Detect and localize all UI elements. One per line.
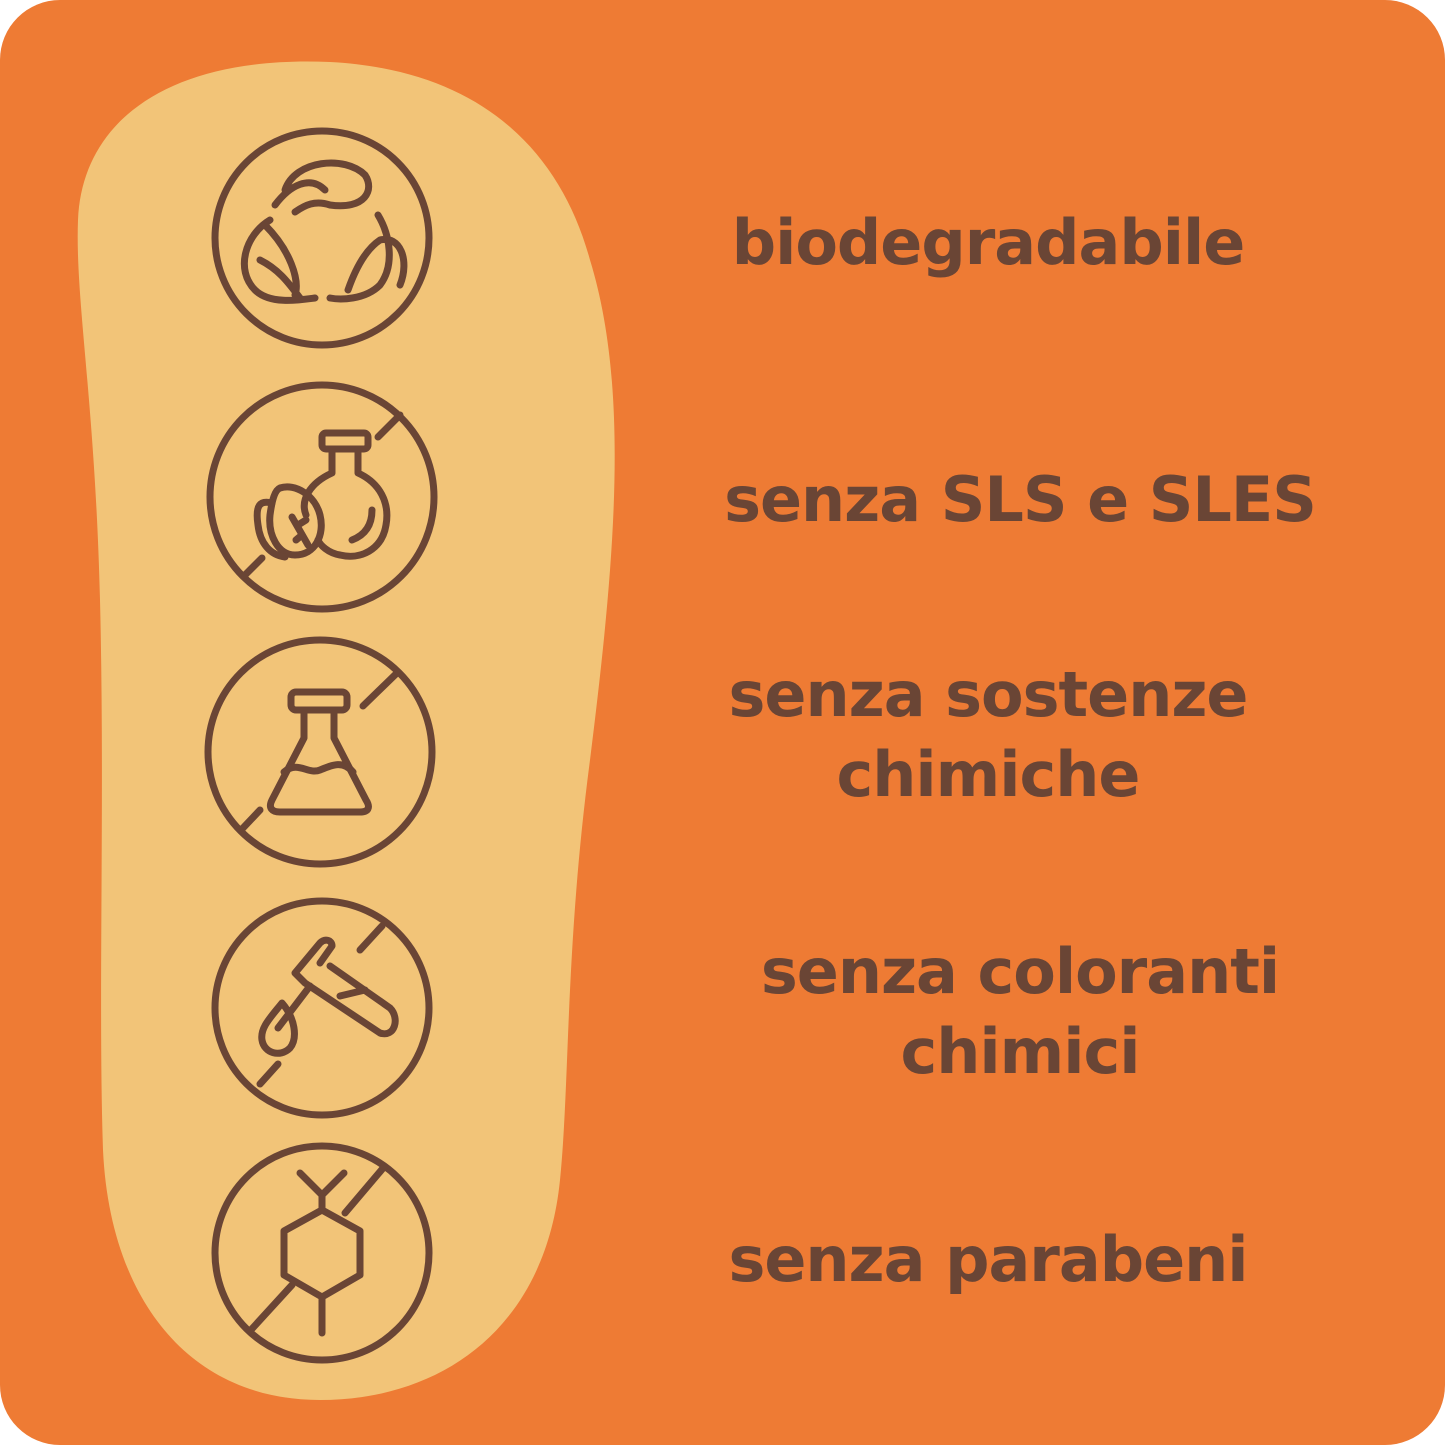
feature-label-no-sls-sles: senza SLS e SLES <box>724 460 1317 540</box>
label-line: senza sostenze <box>728 658 1249 731</box>
label-line: biodegradabile <box>731 206 1246 279</box>
feature-label-biodegradable: biodegradabile <box>731 203 1246 283</box>
no-chemicals-icon <box>204 636 436 868</box>
label-line: senza parabeni <box>728 1223 1248 1296</box>
feature-label-no-parabens: senza parabeni <box>728 1220 1248 1300</box>
label-line: senza SLS e SLES <box>724 463 1317 536</box>
recycle-leaves-icon <box>211 127 433 349</box>
label-line: senza coloranti <box>760 935 1280 1008</box>
feature-label-no-dyes: senza coloranti chimici <box>760 932 1280 1092</box>
no-dyes-icon <box>211 897 433 1119</box>
no-parabens-icon <box>211 1142 433 1364</box>
feature-label-no-chemicals: senza sostenze chimiche <box>728 655 1249 815</box>
label-line: chimici <box>900 1015 1140 1088</box>
label-line: chimiche <box>836 738 1141 811</box>
no-sls-sles-icon <box>206 381 438 613</box>
